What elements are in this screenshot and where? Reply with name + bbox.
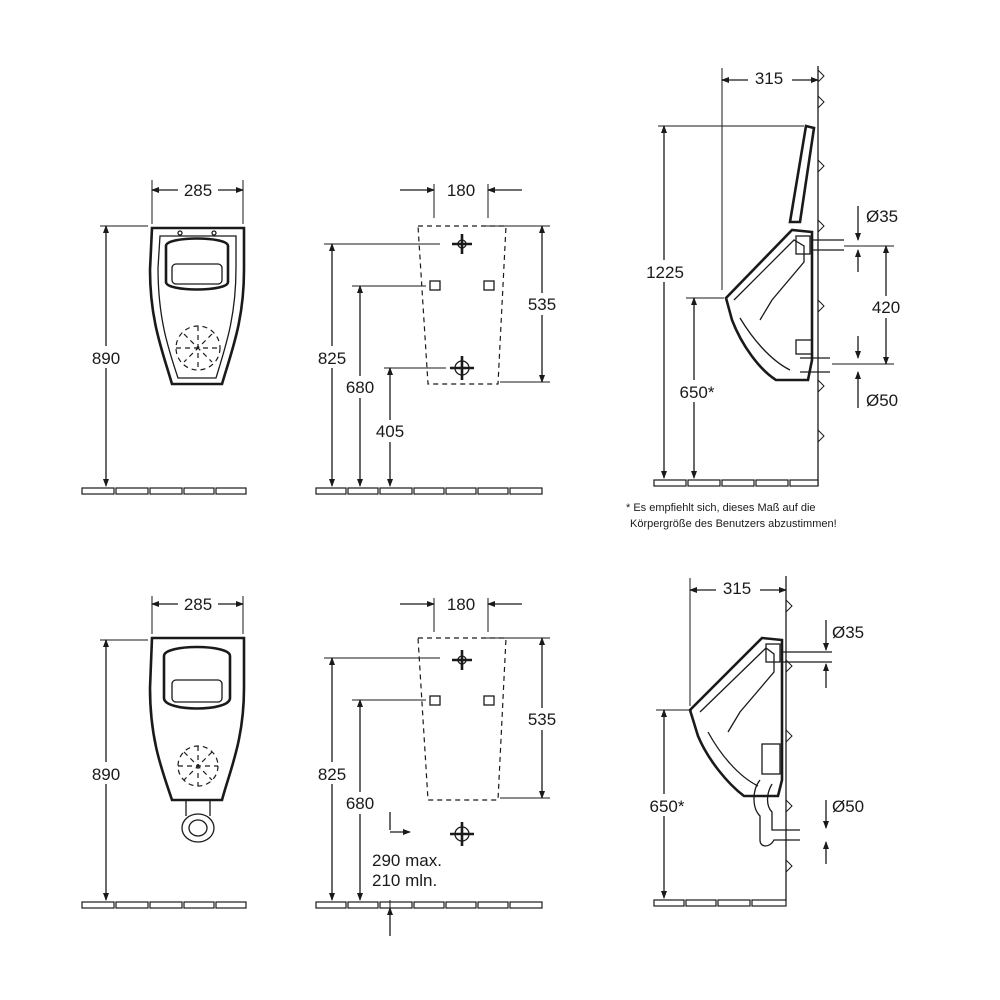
- dim-total-height: 1225: [646, 263, 684, 282]
- front-view-bottom: 285 890: [81, 594, 247, 909]
- urinal-outline-dashed: [417, 225, 507, 385]
- front-view-top: 285 890: [81, 180, 247, 495]
- lid: [788, 124, 816, 224]
- dim-fixing-height: 680: [346, 378, 374, 397]
- siphon-trap: [181, 800, 215, 843]
- floor-line: [653, 899, 787, 907]
- note-line-1: * Es empfiehlt sich, dieses Maß auf die: [626, 502, 816, 514]
- dim-rim-height: 650*: [680, 383, 715, 402]
- urinal-side-body: [688, 636, 784, 798]
- dim-span: 535: [528, 295, 556, 314]
- dim-fixing-height: 680: [346, 794, 374, 813]
- floor-line: [315, 487, 543, 495]
- outlet-dashed: [175, 325, 221, 371]
- mounting-plan-top: 180 825 680 405 535: [310, 181, 564, 495]
- dim-fixing-width: 180: [447, 595, 475, 614]
- floor-line: [81, 487, 247, 495]
- urinal-side-body: [724, 228, 814, 382]
- dim-outlet-min: 210 mln.: [372, 871, 437, 890]
- dim-inlet-height: 825: [318, 349, 346, 368]
- dim-fixing-width: 180: [447, 181, 475, 200]
- siphon-trap: [753, 743, 800, 847]
- dim-depth: 315: [723, 579, 751, 598]
- wall: [817, 66, 825, 486]
- dim-inlet-spacing: 420: [872, 298, 900, 317]
- dim-outlet-diameter: Ø50: [832, 797, 864, 816]
- urinal-outline-dashed: [417, 637, 507, 801]
- dim-inlet-diameter: Ø35: [832, 623, 864, 642]
- dim-width: 285: [184, 181, 212, 200]
- floor-line: [81, 901, 247, 909]
- urinal-body: [148, 636, 246, 802]
- note-line-2: Körpergröße des Benutzers abzustimmen!: [630, 518, 837, 530]
- dim-outlet-height: 405: [376, 422, 404, 441]
- urinal-body: [148, 226, 246, 386]
- wall: [785, 576, 793, 900]
- side-view-bottom: 315 650* Ø35 Ø50: [640, 576, 864, 907]
- dim-outlet-diameter: Ø50: [866, 391, 898, 410]
- dim-inlet-diameter: Ø35: [866, 207, 898, 226]
- dim-depth: 315: [755, 69, 783, 88]
- side-view-top: 315 1225 650* Ø35 420 Ø50 * Es empfiehlt…: [626, 66, 908, 530]
- dim-width: 285: [184, 595, 212, 614]
- dim-span: 535: [528, 710, 556, 729]
- dim-height: 890: [92, 765, 120, 784]
- mounting-plan-bottom: 180 825 680 535 290 max. 210 mln.: [310, 595, 564, 936]
- dim-rim-height: 650*: [650, 797, 685, 816]
- dim-inlet-height: 825: [318, 765, 346, 784]
- dim-outlet-max: 290 max.: [372, 851, 442, 870]
- floor-line: [653, 479, 819, 487]
- dim-height: 890: [92, 349, 120, 368]
- floor-line: [315, 901, 543, 909]
- outlet-dashed: [177, 745, 219, 787]
